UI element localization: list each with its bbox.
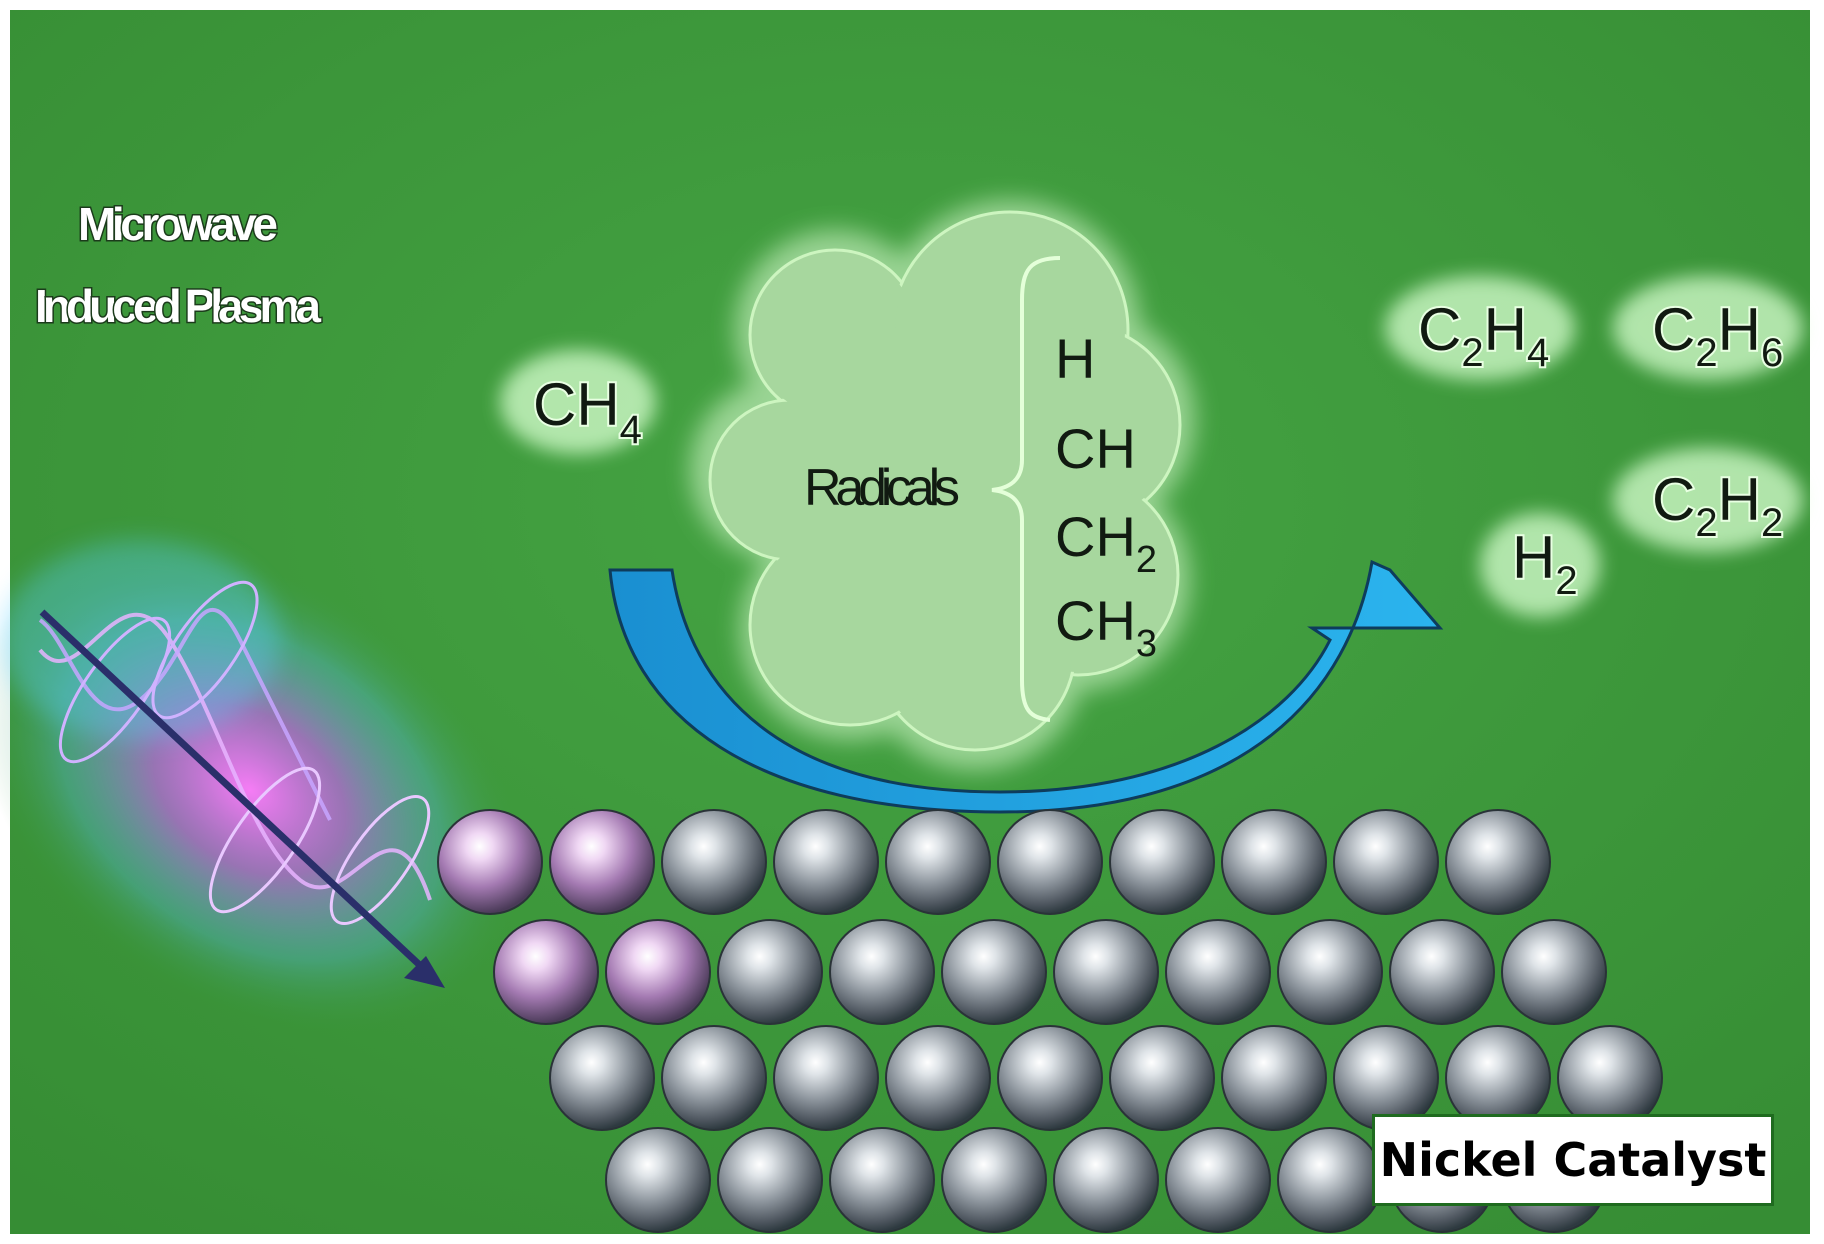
nickel-sphere bbox=[661, 809, 767, 915]
nickel-sphere bbox=[1277, 919, 1383, 1025]
radical-species: CH3 bbox=[1055, 589, 1157, 665]
plasma-direction-arrow bbox=[39, 609, 445, 988]
plasma-label-line1: Microwave bbox=[78, 198, 278, 250]
radical-species: CH2 bbox=[1055, 505, 1157, 581]
nickel-sphere bbox=[1109, 809, 1215, 915]
text-halos bbox=[500, 276, 1803, 617]
nickel-sphere bbox=[1333, 809, 1439, 915]
nickel-sphere bbox=[661, 1025, 767, 1131]
nickel-sphere bbox=[1389, 919, 1495, 1025]
nickel-sphere bbox=[773, 809, 879, 915]
nickel-sphere bbox=[549, 1025, 655, 1131]
catalyst-label: Nickel Catalyst bbox=[1372, 1114, 1774, 1206]
nickel-sphere bbox=[1165, 1127, 1271, 1233]
nickel-sphere bbox=[717, 919, 823, 1025]
reactant-ch4: CH4 bbox=[533, 371, 642, 452]
nickel-sphere bbox=[1445, 809, 1551, 915]
products: C2H4 C2H6 C2H2 H2 bbox=[1416, 294, 1785, 605]
nickel-sphere bbox=[549, 809, 655, 915]
nickel-sphere bbox=[1221, 809, 1327, 915]
nickel-sphere bbox=[437, 809, 543, 915]
nickel-sphere bbox=[1109, 1025, 1215, 1131]
radical-species: CH bbox=[1055, 417, 1136, 480]
microwave-wave-icon bbox=[38, 580, 432, 926]
product-h2: H2 bbox=[1512, 524, 1578, 603]
nickel-sphere bbox=[717, 1127, 823, 1233]
plasma-label: Microwave Induced Plasma bbox=[34, 197, 323, 334]
nickel-sphere bbox=[941, 919, 1047, 1025]
nickel-sphere bbox=[1221, 1025, 1327, 1131]
nickel-sphere bbox=[829, 919, 935, 1025]
nickel-sphere bbox=[997, 1025, 1103, 1131]
nickel-sphere bbox=[773, 1025, 879, 1131]
radicals-brace bbox=[991, 256, 1061, 722]
nickel-catalyst-lattice bbox=[437, 809, 1663, 1233]
radical-species: H bbox=[1055, 327, 1095, 390]
plasma-label-line2: Induced Plasma bbox=[35, 280, 321, 332]
radicals-cloud bbox=[690, 200, 1195, 770]
nickel-sphere bbox=[1053, 919, 1159, 1025]
nickel-sphere bbox=[885, 1025, 991, 1131]
nickel-sphere bbox=[493, 919, 599, 1025]
nickel-sphere bbox=[605, 919, 711, 1025]
nickel-sphere bbox=[941, 1127, 1047, 1233]
nickel-sphere bbox=[997, 809, 1103, 915]
radical-species-list: H CH CH2 CH3 bbox=[1055, 327, 1157, 665]
nickel-sphere bbox=[1053, 1127, 1159, 1233]
nickel-sphere bbox=[1277, 1127, 1383, 1233]
nickel-sphere bbox=[1165, 919, 1271, 1025]
product-c2h6: C2H6 bbox=[1652, 296, 1783, 375]
product-c2h4: C2H4 bbox=[1418, 296, 1549, 375]
nickel-sphere bbox=[605, 1127, 711, 1233]
radicals-label: Radicals bbox=[804, 459, 960, 517]
nickel-sphere bbox=[885, 809, 991, 915]
nickel-sphere bbox=[1501, 919, 1607, 1025]
nickel-sphere bbox=[829, 1127, 935, 1233]
product-c2h2: C2H2 bbox=[1652, 466, 1783, 545]
reaction-arrow bbox=[608, 559, 1444, 814]
